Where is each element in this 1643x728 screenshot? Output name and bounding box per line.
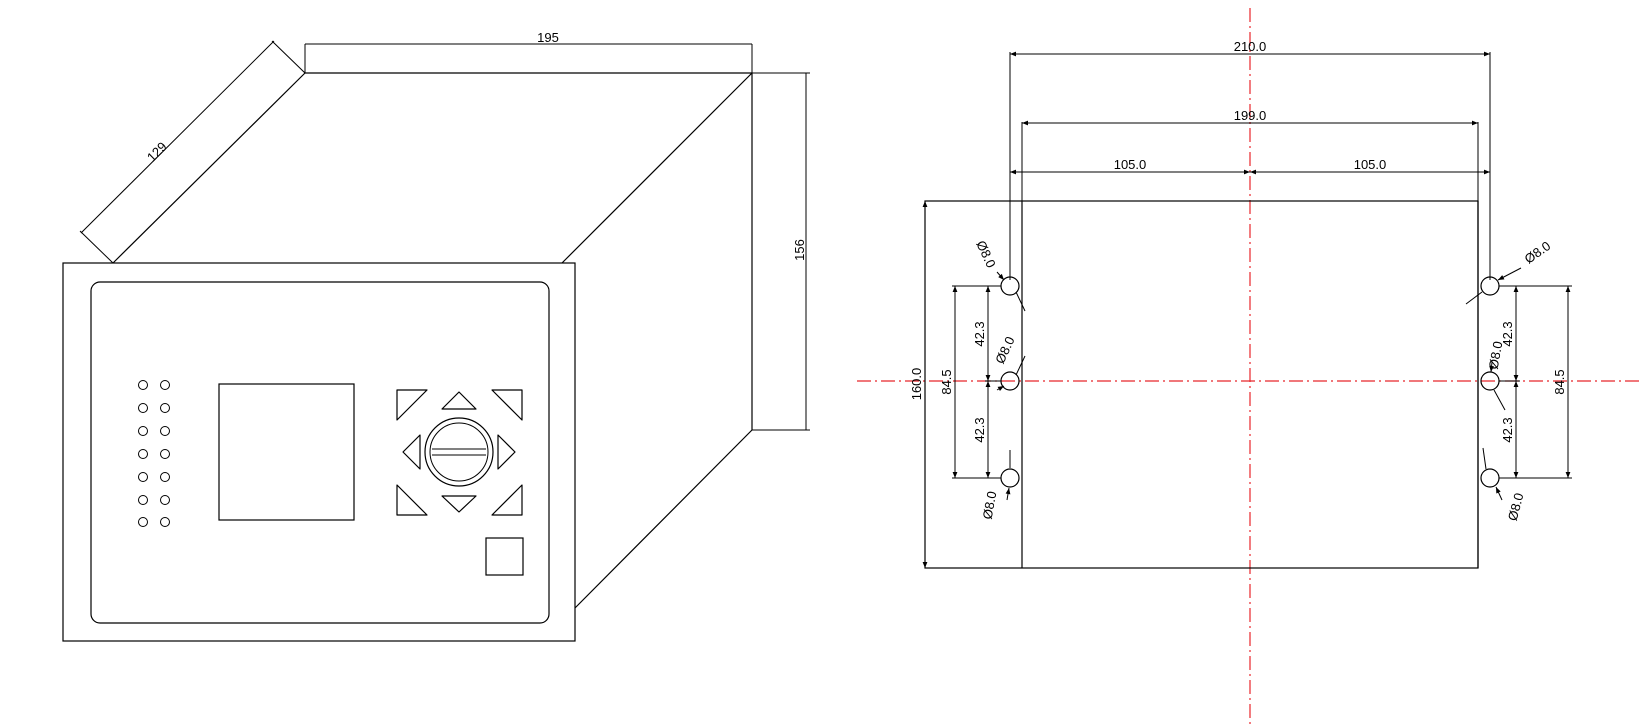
dim-depth-label: 129 xyxy=(144,139,170,165)
hole-diameter-label-3: Ø8.0 xyxy=(980,490,1000,520)
dim-half-right-label: 105.0 xyxy=(1354,157,1387,172)
body-top-edge xyxy=(305,72,753,430)
hole-diameter-label-4: Ø8.0 xyxy=(1522,238,1554,266)
display-window xyxy=(218,383,355,521)
dim-half-left-label: 105.0 xyxy=(1114,157,1147,172)
right-upper-pitch-label: 42.3 xyxy=(1500,321,1515,346)
square-button xyxy=(485,537,524,576)
right-lower-pitch-label: 42.3 xyxy=(1500,417,1515,442)
hole-diameter-label-6: Ø8.0 xyxy=(1505,491,1527,522)
led-indicator-icon xyxy=(138,380,170,527)
dim-width-label: 195 xyxy=(537,30,559,45)
isometric-view: 195 129 156 xyxy=(62,30,810,642)
right-hole-span-label: 84.5 xyxy=(1552,369,1567,394)
dim-height-label: 156 xyxy=(792,239,807,261)
hole-diameter-label-1: Ø8.0 xyxy=(973,238,999,270)
arrow-key-icon xyxy=(396,389,523,516)
front-panel-inner xyxy=(90,281,550,624)
dim-overall-label: 210.0 xyxy=(1234,39,1267,54)
mounting-view: 210.0 199.0 105.0 105.0 160.0 84.5 xyxy=(857,8,1640,728)
hole-diameter-label-5: Ø8.0 xyxy=(1486,340,1506,370)
left-upper-pitch-label: 42.3 xyxy=(972,321,987,346)
panel-outline xyxy=(924,200,1479,569)
body-bottom-right-diagonal xyxy=(574,429,753,609)
dim-hole-span-label: 199.0 xyxy=(1234,108,1267,123)
rotary-knob-icon xyxy=(424,417,494,487)
body-top-right-diagonal xyxy=(561,72,753,264)
body-top-left-edge xyxy=(112,72,306,264)
front-panel-outline xyxy=(62,262,576,642)
left-lower-pitch-label: 42.3 xyxy=(972,417,987,442)
dim-height-label: 160.0 xyxy=(909,368,924,401)
hole-diameter-label-2: Ø8.0 xyxy=(992,334,1018,366)
left-hole-span-label: 84.5 xyxy=(939,369,954,394)
